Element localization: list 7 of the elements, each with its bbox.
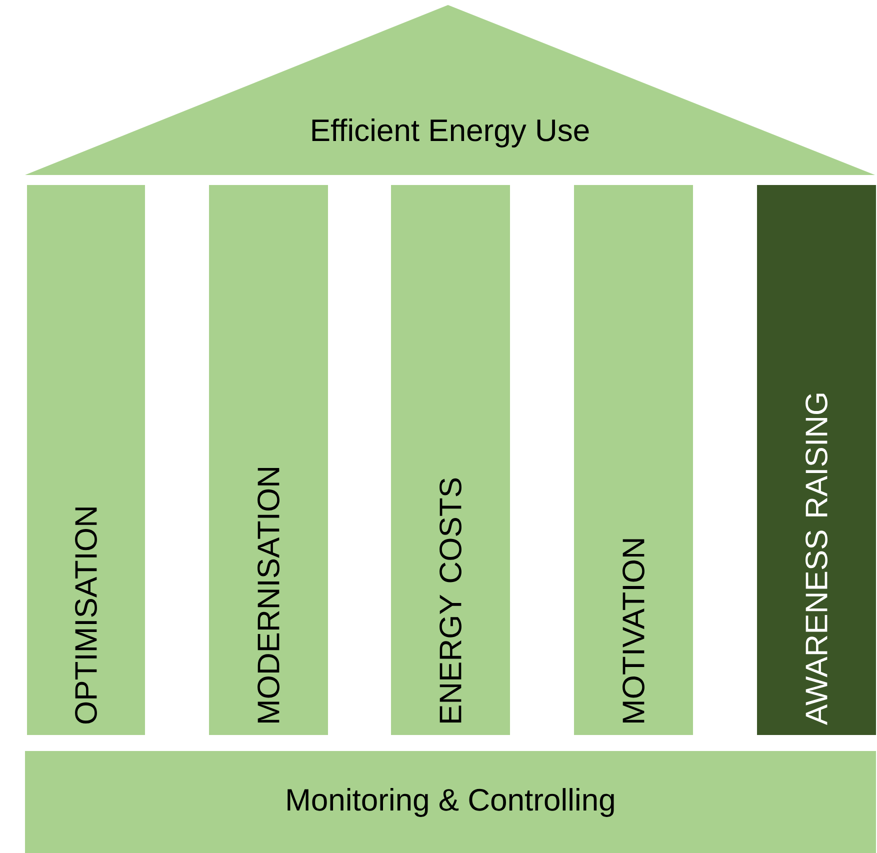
roof-triangle: Efficient Energy Use [25, 5, 876, 175]
pillar: AWARENESS RAISING [757, 185, 876, 735]
pillar: ENERGY COSTS [391, 185, 510, 735]
base-block: Monitoring & Controlling [25, 751, 876, 853]
pillar: MOTIVATION [574, 185, 693, 735]
pillar: OPTIMISATION [27, 185, 145, 735]
pillar: MODERNISATION [209, 185, 328, 735]
